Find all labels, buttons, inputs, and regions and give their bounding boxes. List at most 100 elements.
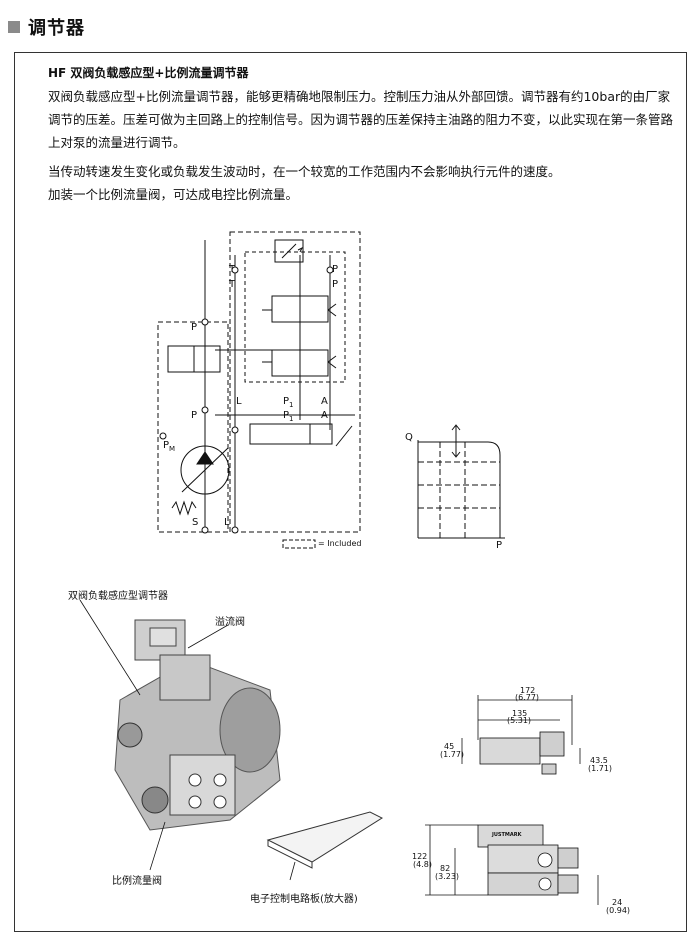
port-dot-top-t (231, 266, 239, 274)
port-p1a: P1 (283, 396, 294, 409)
flow-valve-port (141, 786, 169, 814)
port-p-top2: P (332, 279, 339, 290)
dim-24: 24 (612, 898, 623, 907)
valve-upper-left-cell (271, 295, 301, 323)
dim-135-in: (5.31) (507, 716, 532, 725)
board-edge (267, 840, 313, 869)
schematic-legend: = Included (318, 539, 362, 548)
page-title: 调节器 (28, 18, 85, 39)
dim-122: 122 (412, 852, 428, 861)
label-relief-valve: 溢流阀 (215, 617, 245, 628)
port-l2: L (224, 517, 230, 528)
label-amplifier: 电子控制电路板(放大器) (250, 894, 358, 905)
dim-172: 172 (520, 686, 536, 695)
section-subtitle: HF 双阀负载感应型+比例流量调节器 (48, 66, 249, 80)
proportional-valve-solenoid (309, 423, 333, 445)
schematic-boundary-inner (244, 251, 346, 383)
port-dot-p-lower (201, 406, 209, 414)
solenoid-bottom-2 (557, 874, 579, 894)
label-dual-valve: 双阀负载感应型调节器 (68, 591, 168, 602)
port-t1: T (229, 264, 236, 275)
dim-82: 82 (440, 864, 451, 873)
dimension-drawing-bottom (425, 824, 599, 905)
relief-valve-cap (149, 627, 177, 647)
valve-body-top (479, 737, 541, 765)
dim-24-in: (0.94) (606, 906, 631, 915)
dim-435-in: (1.71) (588, 764, 613, 773)
description-paragraph-2: 当传动转速发生变化或负载发生波动时，在一个较宽的工作范围内不会影响执行元件的速度… (48, 164, 561, 179)
relief-valve-arrow (281, 243, 297, 259)
qp-curve (418, 441, 501, 538)
pump-variable-arrow (181, 447, 229, 493)
dimension-drawing-top (461, 695, 581, 775)
relief-valve-symbol (274, 239, 304, 263)
valve-lower-springs (262, 355, 337, 369)
port-dot-l-mid (231, 426, 239, 434)
proportional-valve-arrow (335, 425, 353, 447)
schematic-boundary-left (157, 321, 229, 533)
content-frame (14, 52, 687, 932)
flow-valve-block (169, 754, 236, 816)
qp-adjust-arrow (451, 424, 461, 458)
graph-x-label: P (496, 540, 503, 551)
bolt-hole-1 (188, 773, 202, 787)
pump-flange (219, 687, 281, 773)
valve-bottom-plug (541, 763, 557, 775)
port-dot-s (201, 526, 209, 534)
port-p-left2: P (191, 410, 198, 421)
dim-435: 43.5 (590, 756, 608, 765)
description-paragraph-3: 加装一个比例流量阀，可达成电控比例流量。 (48, 187, 299, 202)
left-valve-right-cell (193, 345, 221, 373)
leader-relief (187, 624, 229, 649)
port-a1: A (321, 396, 328, 407)
leader-prop-flow (149, 821, 166, 871)
legend-dashed-box (282, 539, 316, 549)
port-dot-pm (159, 432, 167, 440)
pump-circle (180, 445, 230, 495)
label-prop-flow-valve: 比例流量阀 (112, 876, 162, 887)
board-top (266, 811, 384, 863)
relief-valve-spring (297, 246, 304, 253)
pump-photo (114, 619, 281, 831)
header-square-icon (8, 21, 20, 33)
port-dot-l (231, 526, 239, 534)
solenoid-bottom-1 (557, 847, 579, 869)
amplifier-board (266, 811, 384, 869)
port-a2: A (321, 410, 328, 421)
port-lower (538, 877, 552, 891)
hydraulic-schematic (157, 231, 361, 549)
valve-upper-springs (262, 303, 337, 317)
graph-y-label: Q (405, 432, 413, 443)
valve-upper-right-cell (299, 295, 329, 323)
dim-45: 45 (444, 742, 455, 751)
schematic-boundary-outer (229, 231, 361, 533)
leader-lines (79, 599, 296, 881)
proportional-valve-body (249, 423, 311, 445)
brand-label: JUSTMARK (492, 832, 522, 838)
side-port (117, 722, 143, 748)
solenoid-top (539, 731, 565, 757)
dim-82-in: (3.23) (435, 872, 460, 881)
dim-172-in: (6.77) (515, 693, 540, 702)
port-p-top1: P (332, 264, 339, 275)
pump-spring (171, 500, 197, 516)
valve-lower-left-cell (271, 349, 301, 377)
port-s: S (192, 517, 199, 528)
port-dot-p-upper (201, 318, 209, 326)
dim-135: 135 (512, 709, 528, 718)
dim-122-in: (4.8) (413, 860, 432, 869)
port-pm: PM (163, 440, 176, 453)
port-middle (537, 852, 553, 868)
port-p1b: P1 (283, 410, 294, 423)
bolt-hole-2 (213, 773, 227, 787)
qp-graph (417, 424, 505, 539)
dim-45-in: (1.77) (440, 750, 465, 759)
port-dot-top-p (326, 266, 334, 274)
port-t2: T (229, 279, 236, 290)
left-valve-left-cell (167, 345, 195, 373)
port-p-left1: P (191, 322, 198, 333)
pump-arrow (196, 451, 214, 465)
port-l1: L (236, 396, 242, 407)
section-header: 调节器 (8, 14, 85, 40)
